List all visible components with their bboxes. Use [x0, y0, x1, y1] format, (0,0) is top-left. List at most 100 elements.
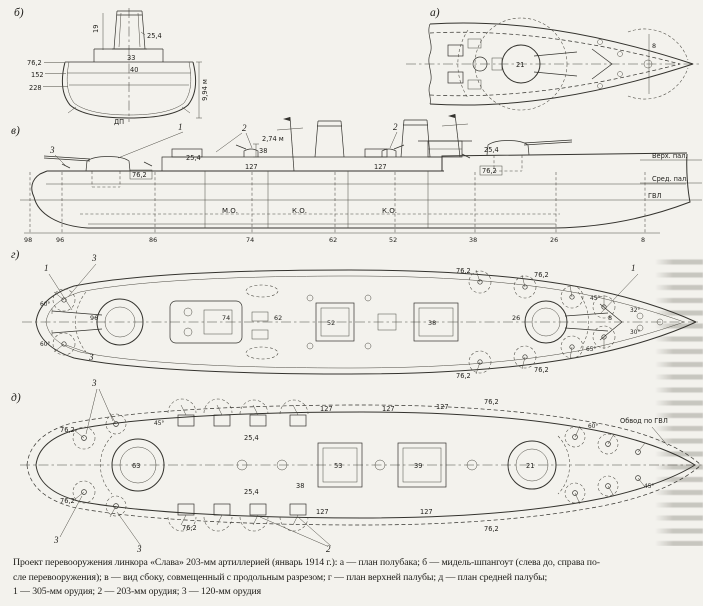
boat-outline: [245, 346, 279, 360]
dim-25-4: 25,4: [244, 488, 259, 496]
aft-barbette-plan: [100, 435, 165, 495]
angle-45: 45°: [154, 421, 164, 427]
mainmast: [276, 116, 304, 172]
waterline-contour-label: Обвод по ГВЛ: [620, 417, 668, 425]
caption-line-3: 1 — 305-мм орудия; 2 — 203-мм орудия; 3 …: [13, 586, 262, 598]
callout-1: 1: [631, 263, 636, 273]
waterline-label: ГВЛ: [648, 192, 662, 200]
frame-62: 62: [274, 314, 282, 322]
forecastle-outline: [428, 22, 694, 106]
dim-40: 40: [130, 66, 138, 74]
dim-127: 127: [320, 405, 333, 413]
callout-3: 3: [88, 352, 94, 362]
callout-leaders: [59, 388, 332, 547]
frame-74: 74: [222, 314, 230, 322]
angle-60: 60°: [40, 302, 50, 308]
frame-21: 21: [526, 462, 534, 470]
stern-small-guns: [72, 412, 127, 518]
angle-45: 45°: [644, 484, 654, 490]
frame-52: 52: [389, 236, 397, 244]
dim-76-2: 76,2: [27, 59, 42, 67]
funnel-casings-plan: [306, 294, 459, 350]
center-casings: [236, 442, 478, 488]
dim-152: 152: [31, 71, 44, 79]
dim-127: 127: [245, 163, 258, 171]
ship-plans-drawing: б) 19 25,4 76,2 152 228 33 40 9,94 м ДП: [11, 7, 702, 554]
figure-caption: Проект перевооружения линкора «Слава» 20…: [13, 556, 701, 600]
bow-main-turret-plan: [524, 291, 609, 353]
fore-barbette-plan: [507, 435, 570, 495]
page-bleed-text: [655, 256, 703, 546]
bow-turret-plan: [457, 17, 578, 111]
dim-76-2: 76,2: [456, 267, 471, 275]
dim-38: 38: [259, 147, 267, 155]
view-a-forecastle-plan: а) 21 8: [406, 7, 700, 111]
foremast: [441, 113, 469, 158]
dim-76-2: 76,2: [60, 426, 75, 434]
dim-228: 228: [29, 84, 42, 92]
frame-26: 26: [550, 236, 558, 244]
view-label-d: д): [11, 392, 21, 404]
callout-3: 3: [91, 253, 97, 263]
angle-30: 30°: [630, 330, 640, 336]
superstructure: [161, 140, 472, 171]
frame-86: 86: [149, 236, 157, 244]
view-g-upper-deck-plan: г) 1 1 3 3 96 74 62 52 38 26 8 76,2 76,2…: [11, 249, 700, 380]
aft-main-turret-plan: [51, 291, 144, 353]
dim-25-4: 25,4: [244, 434, 259, 442]
boat-outline: [245, 284, 279, 298]
view-v-side-elevation: в) 3 1 2 2 2,74 м 25,4 38 127 127 76,2 2…: [11, 113, 702, 244]
dim-2-74m: 2,74 м: [262, 135, 284, 143]
frame-39: 39: [414, 462, 422, 470]
view-b-midship-section: б) 19 25,4 76,2 152 228 33 40 9,94 м ДП: [14, 7, 209, 126]
boiler-room-label: К.О.: [382, 207, 397, 215]
dim-127: 127: [316, 508, 329, 516]
small-gun-positions: [52, 269, 616, 375]
frame-63: 63: [132, 462, 140, 470]
hull-profile: [31, 152, 691, 229]
dim-25-4: 25,4: [484, 146, 499, 154]
caption-line-1: Проект перевооружения линкора «Слава» 20…: [13, 557, 600, 568]
bow-deck-fittings-plan: [599, 303, 664, 341]
fwd-main-turret: [486, 139, 573, 172]
dim-76-2: 76,2: [132, 171, 147, 179]
angle-60: 60°: [40, 342, 50, 348]
view-d-middle-deck-plan: д) 63 53 39 21 76,2 76,2 76,2 76,2 76,2 …: [11, 378, 702, 554]
label-dp-centerline: ДП: [114, 118, 124, 126]
callout-leaders: [54, 131, 398, 167]
dim-76-2: 76,2: [484, 525, 499, 533]
frame-38: 38: [469, 236, 477, 244]
dim-9-94m: 9,94 м: [201, 79, 209, 101]
upper-deck-label: Верх. пал.: [652, 152, 688, 160]
dim-127: 127: [382, 405, 395, 413]
angle-45: 45°: [590, 296, 600, 302]
dim-76-2: 76,2: [182, 524, 197, 532]
callout-3: 3: [136, 544, 142, 554]
angle-60: 60°: [588, 424, 598, 430]
engine-room-label: М.О.: [222, 207, 238, 215]
frame-52: 52: [327, 319, 335, 327]
callout-2: 2: [242, 123, 247, 133]
frame-8: 8: [652, 42, 656, 50]
frame-8: 8: [608, 314, 612, 322]
angle-32: 32°: [630, 308, 640, 314]
dim-33: 33: [127, 54, 135, 62]
boiler-room-label: К.О.: [292, 207, 307, 215]
dim-76-2: 76,2: [534, 271, 549, 279]
superstructure-plan: [169, 300, 269, 344]
turret-frame-21: 21: [516, 61, 524, 69]
callout-2: 2: [393, 122, 398, 132]
dim-127: 127: [374, 163, 387, 171]
callout-leaders: [48, 263, 639, 356]
funnel-1: [314, 120, 345, 158]
view-label-a: а): [430, 7, 440, 19]
dim-25-4: 25,4: [147, 32, 162, 40]
frame-96: 96: [90, 314, 98, 322]
view-label-v: в): [11, 125, 20, 137]
angle-65: 65°: [586, 347, 596, 353]
callout-3: 3: [49, 145, 55, 155]
frame-26: 26: [512, 314, 520, 322]
dim-127: 127: [420, 508, 433, 516]
deck-reference-lines: [640, 159, 702, 184]
frame-53: 53: [334, 462, 342, 470]
